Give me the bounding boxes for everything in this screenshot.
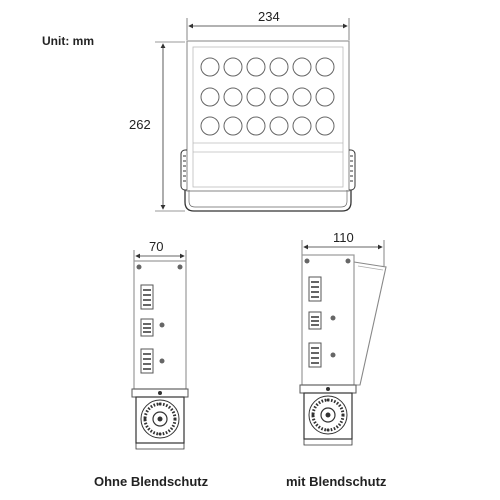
front-width-label: 234 bbox=[258, 9, 280, 24]
shield-mount-bracket bbox=[303, 392, 353, 440]
shield-adjustment-wheel-icon bbox=[308, 395, 348, 435]
front-left-knob bbox=[180, 149, 187, 191]
side-view-plain bbox=[131, 250, 189, 450]
side-mount-bracket bbox=[135, 396, 185, 444]
front-height-label: 262 bbox=[129, 117, 151, 132]
caption-with-shield: mit Blendschutz bbox=[286, 474, 387, 489]
side-view-shield bbox=[299, 240, 387, 446]
front-housing-inner bbox=[192, 46, 344, 188]
adjustment-wheel-icon bbox=[140, 399, 180, 439]
front-housing-outer bbox=[186, 40, 350, 192]
shield-width-label: 110 bbox=[333, 230, 354, 245]
front-view bbox=[155, 18, 356, 212]
shield-side-housing bbox=[301, 254, 355, 386]
unit-label: Unit: mm bbox=[42, 34, 94, 48]
side-width-label: 70 bbox=[149, 239, 164, 254]
front-right-knob bbox=[349, 149, 356, 191]
caption-without-shield: Ohne Blendschutz bbox=[94, 474, 209, 489]
led-grid bbox=[200, 57, 335, 136]
glare-shield bbox=[353, 261, 387, 386]
front-mount-bracket bbox=[184, 190, 352, 212]
